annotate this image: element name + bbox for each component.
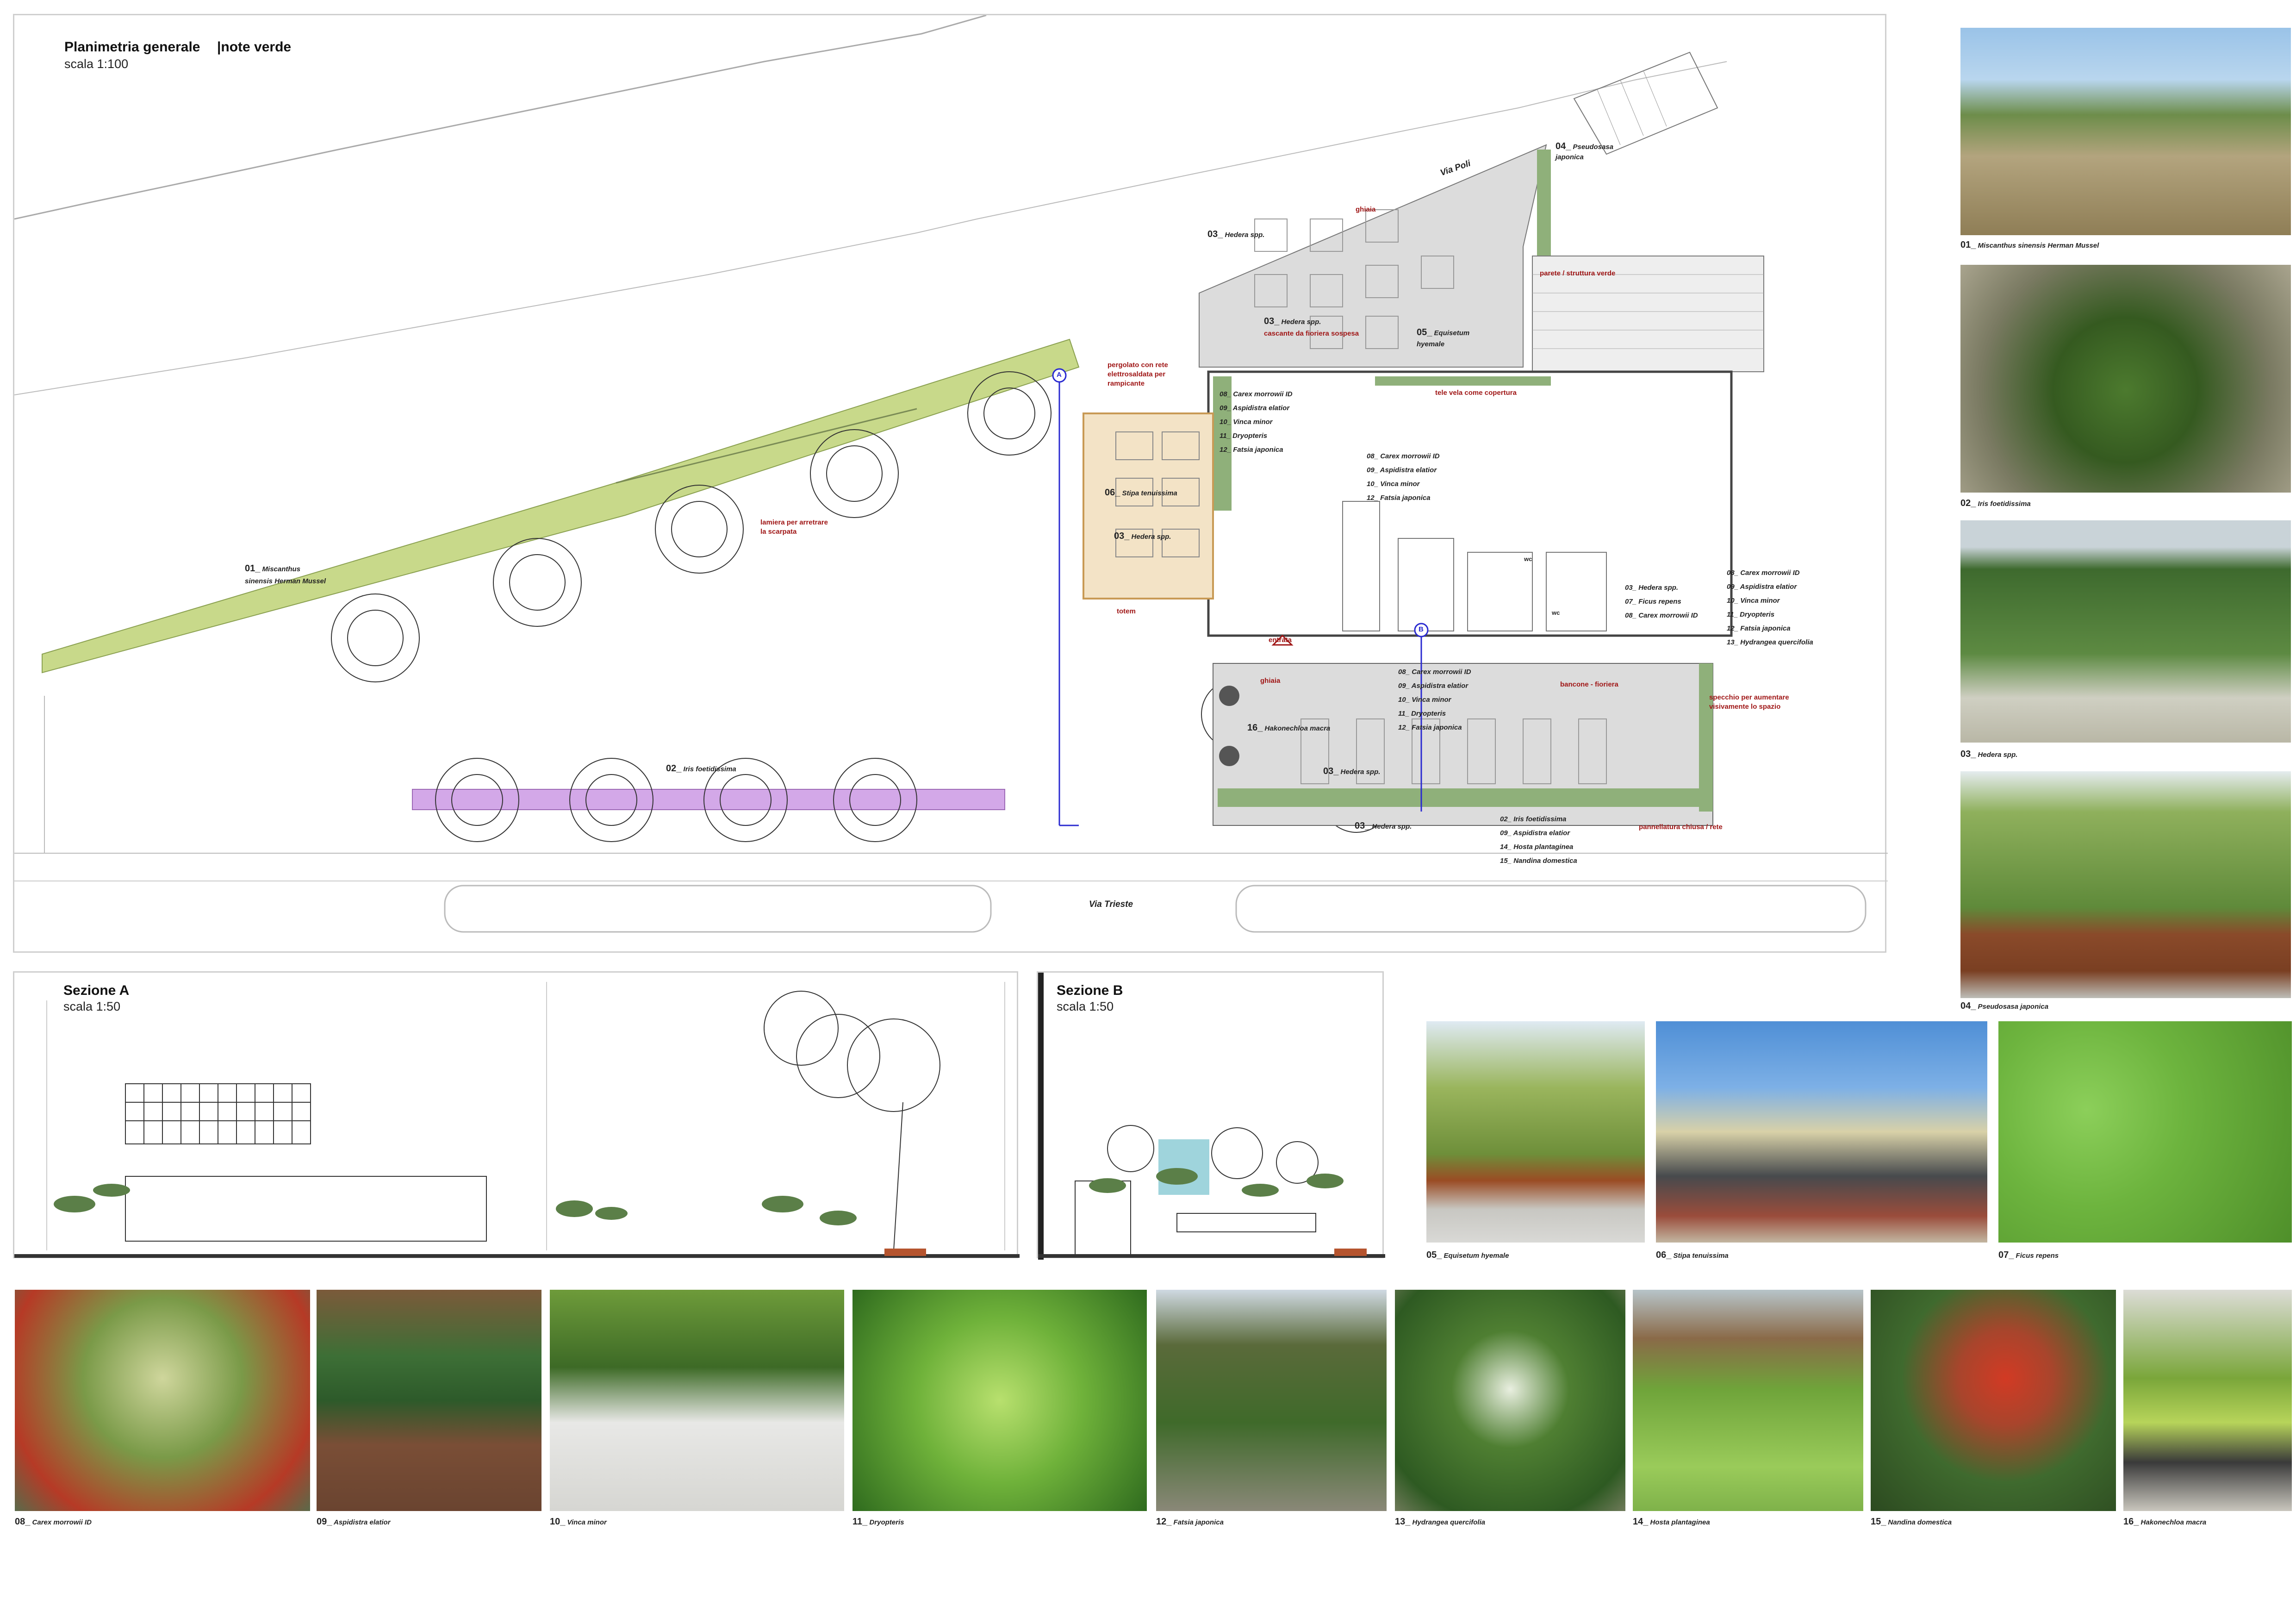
section-b-panel: Sezione B scala 1:50: [1037, 971, 1385, 1260]
plan-panel: Planimetria generale |note verde scala 1…: [13, 14, 1888, 953]
note-lamiera: lamiera per arretrare la scarpata: [760, 518, 828, 536]
section-marker-b: B: [1419, 625, 1424, 633]
note-pergolato: pergolato con rete elettrosaldata per ra…: [1108, 361, 1168, 387]
label-03-c: 03_ Hedera spp.: [1114, 531, 1171, 541]
note-pannellatura: pannellatura chiusa / rete: [1639, 823, 1723, 831]
caption-08: 08_ Carex morrowii ID: [15, 1517, 92, 1527]
plan-drawing: [14, 15, 1888, 933]
photo-03: [1960, 520, 2291, 743]
note-ghiaia-bottom: ghiaia: [1260, 677, 1281, 685]
photo-01: [1960, 28, 2291, 235]
photo-16: [2123, 1290, 2292, 1511]
photo-15: [1871, 1290, 2116, 1511]
photo-04: [1960, 771, 2291, 998]
section-b-title: Sezione B: [1057, 983, 1123, 998]
caption-11: 11_ Dryopteris: [852, 1517, 904, 1527]
caption-09: 09_ Aspidistra elatior: [317, 1517, 391, 1527]
note-parete: parete / struttura verde: [1540, 269, 1616, 277]
label-01: 01_ Miscanthus: [245, 563, 301, 574]
caption-07: 07_ Ficus repens: [1998, 1250, 2059, 1260]
caption-01: 01_ Miscanthus sinensis Herman Mussel: [1960, 240, 2099, 250]
label-02: 02_ Iris foetidissima: [666, 763, 736, 774]
caption-16: 16_ Hakonechloa macra: [2123, 1517, 2207, 1527]
street-via-trieste: Via Trieste: [1089, 899, 1133, 909]
iris-strip: [412, 789, 1005, 810]
note-specchio: specchio per aumentare visivamente lo sp…: [1709, 693, 1789, 711]
section-a-drawing: [14, 982, 1020, 1258]
caption-12: 12_ Fatsia japonica: [1156, 1517, 1224, 1527]
label-03-a: 03_ Hedera spp.: [1207, 229, 1265, 239]
note-cascante: cascante da fioriera sospesa: [1264, 330, 1359, 337]
label-01b: sinensis Herman Mussel: [245, 577, 326, 585]
label-03-e: 03_ Hedera spp.: [1355, 821, 1412, 831]
caption-02: 02_ Iris foetidissima: [1960, 498, 2031, 508]
section-a-title: Sezione A: [63, 983, 130, 998]
caption-14: 14_ Hosta plantaginea: [1633, 1517, 1710, 1527]
section-b-drawing: [1038, 973, 1385, 1260]
label-05b: hyemale: [1417, 340, 1445, 348]
section-a-scale: scala 1:50: [63, 999, 121, 1013]
note-entrata: entrata: [1269, 636, 1292, 644]
photo-07: [1998, 1021, 2292, 1243]
label-16: 16_ Hakonechloa macra: [1247, 723, 1331, 733]
photo-06: [1656, 1021, 1987, 1243]
caption-15: 15_ Nandina domestica: [1871, 1517, 1952, 1527]
caption-04: 04_ Pseudosasa japonica: [1960, 1001, 2049, 1011]
caption-10: 10_ Vinca minor: [550, 1517, 607, 1527]
caption-06: 06_ Stipa tenuissima: [1656, 1250, 1729, 1260]
wc-label-2: wc: [1552, 609, 1560, 616]
label-05: 05_ Equisetum: [1417, 327, 1470, 337]
label-03-b: 03_ Hedera spp.: [1264, 316, 1321, 326]
plan-title: Planimetria generale: [64, 39, 200, 55]
note-ghiaia-top: ghiaia: [1356, 206, 1376, 213]
photo-12: [1156, 1290, 1387, 1511]
photo-13: [1395, 1290, 1625, 1511]
photo-10: [550, 1290, 844, 1511]
caption-13: 13_ Hydrangea quercifolia: [1395, 1517, 1486, 1527]
section-b-scale: scala 1:50: [1057, 999, 1114, 1013]
plan-scale: scala 1:100: [64, 57, 129, 71]
label-06: 06_ Stipa tenuissima: [1105, 487, 1177, 498]
note-totem: totem: [1117, 607, 1136, 615]
section-marker-a: A: [1057, 371, 1062, 379]
label-03-d: 03_ Hedera spp.: [1323, 766, 1381, 776]
photo-05: [1426, 1021, 1645, 1243]
photo-02: [1960, 265, 2291, 493]
wc-label-1: wc: [1524, 556, 1532, 562]
upper-terrace: [1199, 144, 1547, 368]
photo-08: [15, 1290, 310, 1511]
label-04b: japonica: [1556, 153, 1584, 161]
miscanthus-strip: [42, 338, 1080, 674]
photo-09: [317, 1290, 541, 1511]
plan-subtitle: |note verde: [217, 39, 292, 55]
note-bancone: bancone - fioriera: [1560, 681, 1618, 688]
section-a-panel: Sezione A scala 1:50: [13, 971, 1020, 1258]
photo-14: [1633, 1290, 1863, 1511]
photo-11: [852, 1290, 1147, 1511]
caption-05: 05_ Equisetum hyemale: [1426, 1250, 1509, 1260]
label-04: 04_ Pseudosasa: [1556, 141, 1614, 151]
note-tele: tele vela come copertura: [1435, 389, 1517, 397]
caption-03: 03_ Hedera spp.: [1960, 749, 2018, 759]
